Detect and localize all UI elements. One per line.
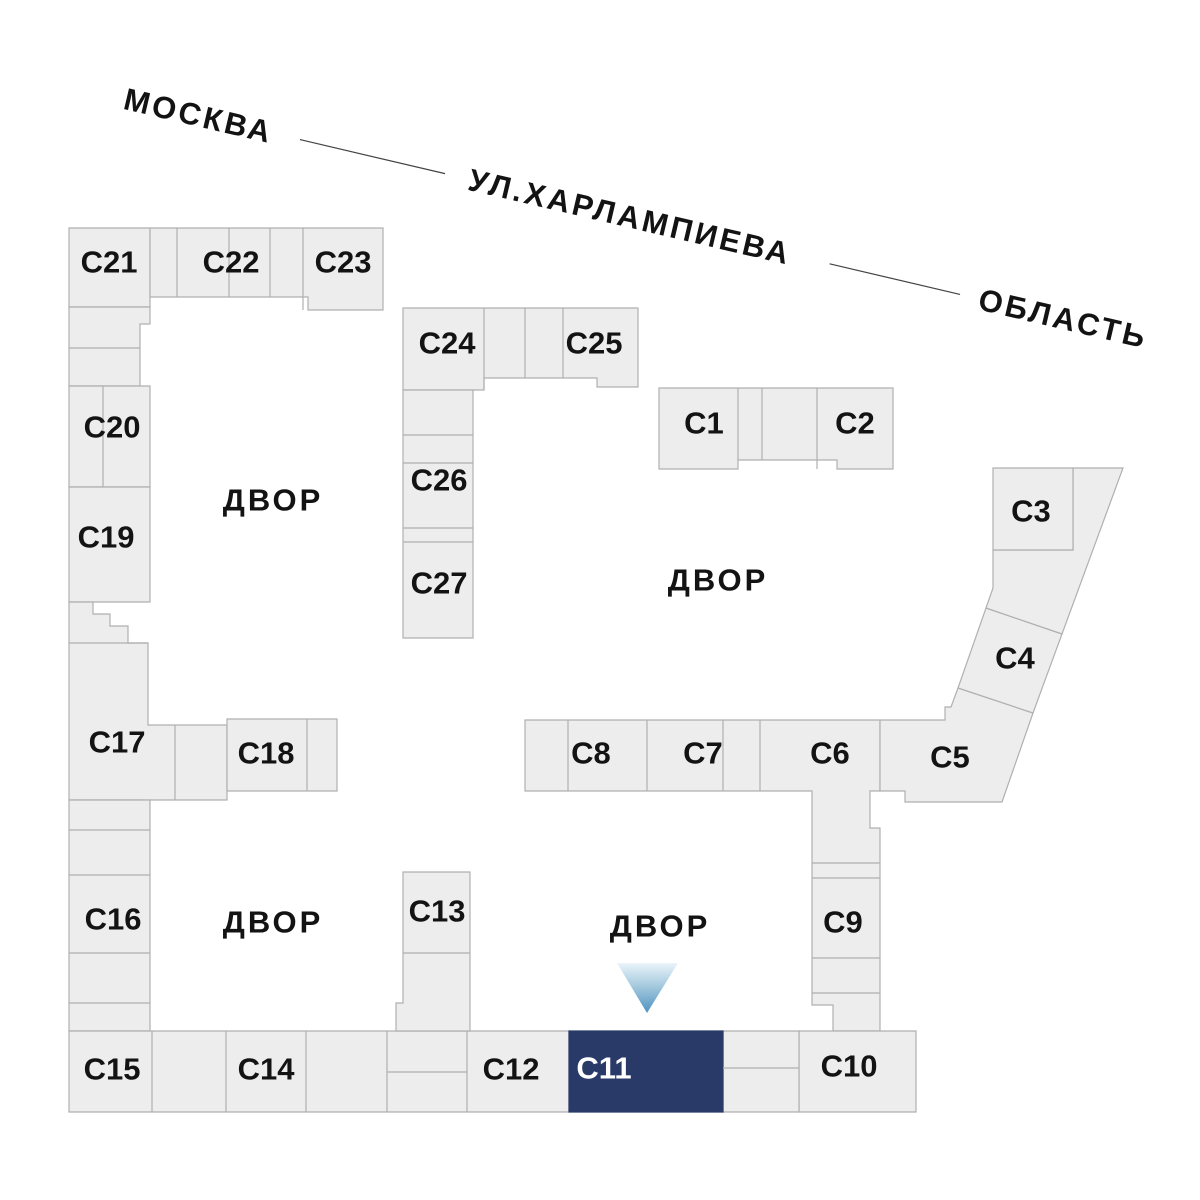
courtyard-label-1: ДВОР [223, 483, 324, 518]
building-label-c27: С27 [411, 566, 468, 601]
building-label-c6: С6 [810, 736, 850, 771]
area-column-c13[interactable] [395, 871, 471, 1032]
building-label-c15: С15 [84, 1052, 141, 1087]
area-block-c18[interactable] [226, 718, 338, 792]
building-label-c20: С20 [84, 410, 141, 445]
building-label-c17: С17 [89, 725, 146, 760]
area-strip-c1-c2[interactable] [658, 387, 894, 470]
street-label-ul-harlampieva: УЛ.ХАРЛАМПИЕВА [465, 162, 795, 272]
area-block-c3[interactable] [992, 467, 1074, 551]
courtyard-label-4: ДВОР [610, 909, 711, 944]
courtyard-label-3: ДВОР [223, 905, 324, 940]
building-label-c26: С26 [411, 463, 468, 498]
area-column-c26-c27[interactable] [402, 389, 474, 639]
area-block-c17[interactable] [68, 601, 228, 801]
area-cell-between-c11-c10[interactable] [722, 1030, 800, 1113]
building-label-c4: С4 [995, 641, 1035, 676]
street-line-2 [829, 263, 961, 295]
building-label-c5: С5 [930, 740, 970, 775]
courtyard-label-2: ДВОР [668, 563, 769, 598]
building-label-c3: С3 [1011, 494, 1051, 529]
area-strip-below-c21[interactable] [68, 306, 151, 387]
building-label-c25: С25 [566, 326, 623, 361]
street-label-moskva: МОСКВА [120, 81, 276, 150]
building-label-c18: С18 [238, 736, 295, 771]
building-label-c13: С13 [409, 894, 466, 929]
building-label-c22: С22 [203, 245, 260, 280]
building-label-c19: С19 [78, 520, 135, 555]
selected-building-arrow [617, 963, 678, 1013]
street-line-1 [299, 139, 446, 175]
building-label-c7: С7 [683, 736, 723, 771]
building-label-c16: С16 [85, 902, 142, 937]
building-label-c1: С1 [684, 406, 724, 441]
area-block-c11[interactable] [568, 1030, 724, 1113]
building-label-c9: С9 [823, 905, 863, 940]
building-label-c11: С11 [576, 1051, 631, 1086]
building-label-c2: С2 [835, 406, 875, 441]
area-row-c22-c23[interactable] [149, 227, 384, 311]
building-label-c10: С10 [821, 1049, 878, 1084]
building-label-c14: С14 [238, 1052, 296, 1087]
building-label-c24: С24 [419, 326, 477, 361]
street-label-oblast: ОБЛАСТЬ [975, 282, 1151, 356]
area-block-c19[interactable] [68, 486, 151, 603]
building-label-c21: С21 [81, 245, 138, 280]
building-label-c8: С8 [571, 736, 611, 771]
building-label-c12: С12 [483, 1052, 540, 1087]
building-label-c23: С23 [315, 245, 372, 280]
